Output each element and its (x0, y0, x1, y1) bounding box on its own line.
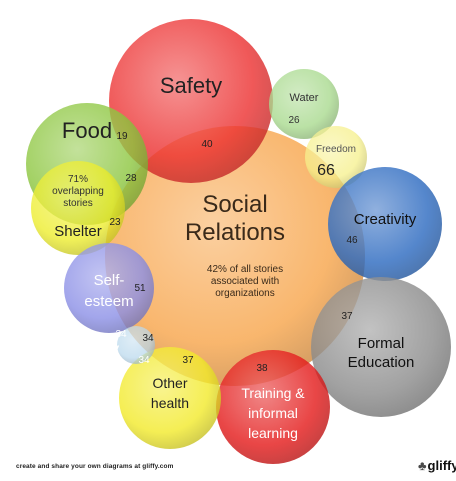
circle-hiv (117, 326, 155, 364)
gliffy-logo-icon: ♣ (418, 458, 427, 473)
circle-formal-education (311, 277, 451, 417)
overlap-count-formal-education-social: 37 (341, 311, 353, 322)
label-safety: Safety (160, 73, 222, 98)
circle-self-esteem (64, 243, 154, 333)
overlap-count-hiv-social: 34 (142, 333, 154, 344)
label-self-esteem: Self-esteem (84, 272, 133, 310)
overlap-count-food-safety: 19 (116, 131, 128, 142)
circle-other-health (119, 347, 221, 449)
overlap-count-food-social: 28 (125, 173, 137, 184)
overlap-count-training-social: 38 (256, 363, 268, 374)
circle-safety (109, 19, 273, 183)
overlap-count-hiv-other-health: 34 (138, 355, 150, 366)
overlap-count-shelter-social: 23 (109, 217, 121, 228)
overlap-count-self-esteem-social: 51 (134, 283, 146, 294)
label-water: Water (290, 92, 319, 104)
footer-credit: create and share your own diagrams at gl… (16, 463, 174, 470)
circle-shelter (31, 161, 125, 255)
gliffy-logo: ♣gliffy (418, 458, 456, 473)
circle-training (216, 350, 330, 464)
label-hiv: HIV (91, 342, 120, 361)
gliffy-logo-text: gliffy (427, 458, 456, 473)
label-shelter: Shelter (54, 223, 102, 240)
overlap-count-creativity-social: 46 (346, 235, 358, 246)
circle-water (269, 69, 339, 139)
overlap-count-hiv-self-esteem: 34 (115, 329, 127, 340)
overlap-count-other-health-social: 37 (182, 355, 194, 366)
overlap-count-safety-social: 40 (201, 139, 213, 150)
circle-creativity (328, 167, 442, 281)
label-creativity: Creativity (354, 211, 417, 228)
circle-social-relations (105, 126, 365, 386)
label-freedom: Freedom (316, 144, 356, 155)
circle-freedom (305, 126, 367, 188)
overlap-count-freedom-social: 66 (317, 162, 335, 179)
label-food: Food (62, 118, 112, 143)
overlap-count-water-social: 26 (288, 115, 300, 126)
